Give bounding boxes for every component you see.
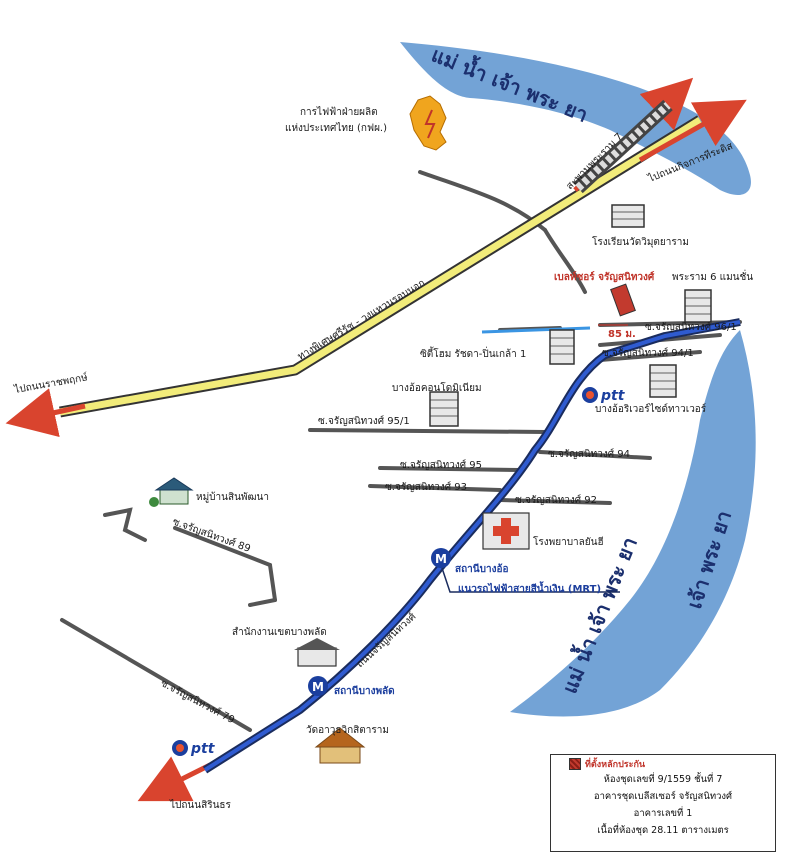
soi-96-label: ซ.จรัญสนิทวงศ์ 96/1 [645,321,737,333]
project-building [610,283,636,317]
soi-93-label: ซ.จรัญสนิทวงศ์ 93 [385,481,467,493]
road-charansanitwong-label: ถนนจรัญสนิทวงศ์ [354,610,419,670]
temple-label: วัดอาวุธวิกสิตาราม [306,725,389,736]
river-lower [510,330,756,717]
ptt-station-1: ptt [582,387,626,404]
info-line-3: อาคารเลขที่ 1 [633,808,693,819]
temple-icon [314,727,366,764]
bangor-condo-label: บางอ้อคอนโดมิเนียม [392,381,482,394]
village-house-icon [149,477,194,507]
mrt-connector [439,561,620,593]
soi-94-1-label: ซ.จรัญสนิทวงศ์ 94/1 [602,347,694,359]
village-label: หมู่บ้านสินพัฒนา [196,491,269,503]
distance-label: 85 ม. [608,329,636,340]
egat-logo [409,95,447,151]
soi-95-label: ซ.จรัญสนิทวงศ์ 95 [400,459,482,471]
soi-94-label: ซ.จรัญสนิทวงศ์ 94 [548,448,630,460]
soi-89-label: ซ.จรัญสนิทวงศ์ 89 [171,516,252,555]
dir-ratchaphruek: ไปถนนราชพฤกษ์ [12,371,89,396]
highway-label: ทางพิเศษศรีรัช - วงแหวนรอบนอก [295,277,427,363]
info-line-1: ห้องชุดเลขที่ 9/1559 ชั้นที่ 7 [603,774,723,785]
district-office-label: สำนักงานเขตบางพลัด [232,627,327,638]
mrt-line-label: แนวรถไฟฟ้าสายสีน้ำเงิน (MRT) [458,581,601,595]
hospital-label: โรงพยาบาลยันฮี [533,535,604,548]
svg-text:ptt: ptt [190,741,216,757]
collateral-info-box: ที่ตั้งหลักประกัน ห้องชุดเลขที่ 9/1559 ช… [550,754,776,852]
city-home-label: ซิตี้โฮม รัชดา-ปิ่นเกล้า 1 [420,346,526,360]
mrt-line [481,326,591,334]
legend-swatch [569,758,581,770]
district-office-icon [294,638,340,667]
svg-text:M: M [435,552,447,566]
egat-label-1: การไฟฟ้าฝ่ายผลิต [300,106,378,118]
soi-92-label: ซ.จรัญสนิทวงศ์ 92 [515,494,597,506]
mrt-station-bangphlat: M [308,676,328,696]
mrt-bangphlat-label: สถานีบางพลัด [334,685,395,697]
svg-text:M: M [312,680,324,694]
soi-79-label: ซ.จรัญสนิทวงศ์ 79 [159,677,237,726]
project-label: เบลท์ซอร์ จรัญสนิทวงศ์ [554,271,655,283]
bangor-river-label: บางอ้อริเวอร์ไซด์ทาวเวอร์ [595,403,707,415]
rama6-label: พระราม 6 แมนชั่น [672,269,753,283]
legend-row: ที่ตั้งหลักประกัน [551,757,775,771]
dir-sirindhorn: ไปถนนสิรินธร [169,799,232,811]
school-label: โรงเรียนวัดวิมุตยาราม [592,235,689,248]
info-line-2: อาคารชุดเบลีสเซอร์ จรัญสนิทวงศ์ [593,791,733,802]
hospital-icon [482,512,530,550]
egat-label-2: แห่งประเทศไทย (กฟผ.) [285,122,387,134]
soi-95-1-label: ซ.จรัญสนิทวงศ์ 95/1 [318,415,410,427]
ptt-station-2: ptt [172,740,216,757]
info-line-4: เนื้อที่ห้องชุด 28.11 ตารางเมตร [597,825,729,836]
mrt-station-bangor: M [431,548,451,568]
legend-label: ที่ตั้งหลักประกัน [585,760,646,770]
svg-text:ptt: ptt [600,388,626,404]
river-upper [400,42,751,195]
rama7-bridge [573,99,673,194]
mrt-bangor-label: สถานีบางอ้อ [455,563,508,575]
